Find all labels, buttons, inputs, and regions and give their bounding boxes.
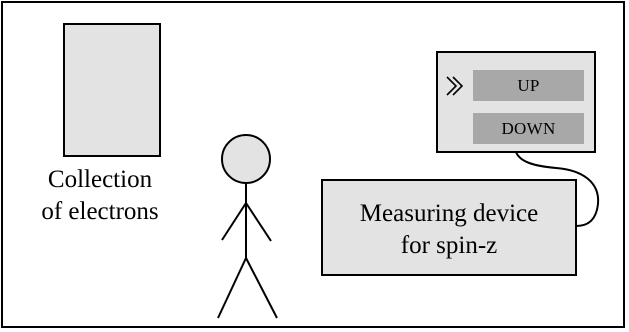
observer-head [221,134,271,184]
electron-label-line2: of electrons [41,198,159,225]
electron-label-line1: Collection [47,166,153,193]
up-button[interactable]: UP [473,70,584,101]
device-label-line1: Measuring device [359,200,539,227]
electron-collection-label: Collection of electrons [20,164,180,228]
stick-figure-icon [217,134,278,319]
measuring-device-box [321,179,577,276]
observer-right-arm [245,202,272,242]
connection-cable [515,151,600,227]
measuring-device-label: Measuring device for spin-z [322,198,576,262]
device-label-line2: for spin-z [400,232,498,259]
electron-collection-box [63,23,161,157]
down-button[interactable]: DOWN [473,113,584,144]
observer-left-arm [221,202,247,241]
observer-right-leg [245,257,278,319]
double-chevron-right-icon [446,76,464,96]
observer-left-leg [217,257,247,319]
